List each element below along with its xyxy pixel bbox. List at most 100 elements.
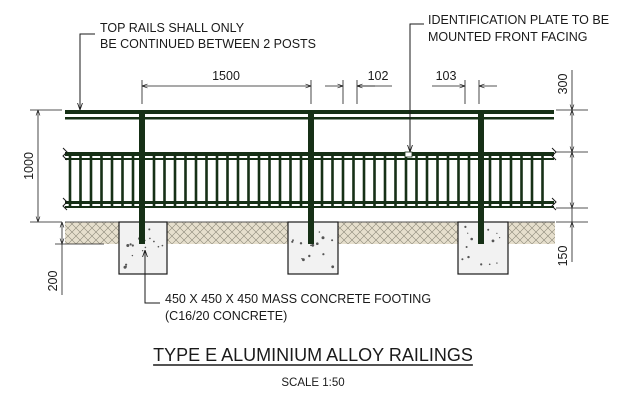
baluster xyxy=(205,156,208,206)
baluster xyxy=(520,156,523,206)
baluster xyxy=(236,156,240,206)
baluster xyxy=(278,156,282,206)
aggregate-dot xyxy=(487,228,490,231)
baluster xyxy=(247,156,250,206)
post-left xyxy=(139,110,145,244)
baluster xyxy=(352,156,355,206)
aggregate-dot xyxy=(302,258,305,262)
break-mark-right xyxy=(551,147,557,161)
dim-ground-zone-label: 150 xyxy=(556,246,570,267)
baluster xyxy=(499,156,502,206)
baluster xyxy=(173,156,177,206)
baluster xyxy=(268,156,271,206)
baluster xyxy=(541,156,544,206)
aggregate-dot xyxy=(144,246,147,249)
baluster xyxy=(383,156,387,206)
baluster xyxy=(215,156,219,206)
footing-right xyxy=(457,221,509,275)
aggregate-dot xyxy=(299,242,303,245)
baluster xyxy=(131,156,135,206)
dim-baluster-gap: 102 xyxy=(325,69,392,104)
dim-baluster-gap-label: 102 xyxy=(368,69,389,83)
post-middle xyxy=(308,110,314,244)
aggregate-dot xyxy=(161,244,164,247)
balusters xyxy=(68,156,544,206)
aggregate-dot xyxy=(125,263,128,266)
note-top-rails-line2: BE CONTINUED BETWEEN 2 POSTS xyxy=(100,37,316,51)
aggregate-dot xyxy=(131,244,134,247)
break-mark-left-2 xyxy=(62,197,68,211)
baluster xyxy=(331,156,334,206)
baluster xyxy=(289,156,292,206)
drawing-title: TYPE E ALUMINIUM ALLOY RAILINGS xyxy=(153,345,473,365)
post-right xyxy=(478,110,484,244)
dim-baluster-gap-2-label: 103 xyxy=(436,69,457,83)
dim-overall-height: 1000 xyxy=(22,109,62,223)
aggregate-dot xyxy=(125,266,127,268)
aggregate-dot xyxy=(464,225,467,228)
aggregate-dot xyxy=(465,246,468,248)
baluster xyxy=(394,156,397,206)
aggregate-dot xyxy=(496,262,498,264)
aggregate-dot xyxy=(310,244,312,247)
aggregate-dot xyxy=(461,258,464,261)
baluster xyxy=(488,156,492,206)
dim-overall-height-label: 1000 xyxy=(22,152,36,180)
baluster xyxy=(341,156,345,206)
baluster xyxy=(299,156,303,206)
baluster xyxy=(373,156,376,206)
aggregate-dot xyxy=(131,254,134,257)
aggregate-dot xyxy=(480,263,483,266)
aggregate-dot xyxy=(488,263,491,266)
aggregate-dot xyxy=(292,239,294,242)
baluster xyxy=(425,156,429,206)
baluster xyxy=(79,156,82,206)
aggregate-dot xyxy=(321,236,325,240)
aggregate-dot xyxy=(467,255,470,259)
dim-embed-depth: 200 xyxy=(46,222,104,295)
aggregate-dot xyxy=(129,243,132,246)
baluster xyxy=(152,156,156,206)
aggregate-dot xyxy=(157,245,160,248)
leader-footing xyxy=(145,250,160,304)
aggregate-dot xyxy=(153,240,155,243)
note-footing-line2: (C16/20 CONCRETE) xyxy=(165,309,287,323)
baluster xyxy=(110,156,114,206)
note-footing-line1: 450 X 450 X 450 MASS CONCRETE FOOTING xyxy=(165,292,431,306)
note-id-plate-line2: MOUNTED FRONT FACING xyxy=(428,30,588,44)
baluster xyxy=(467,156,471,206)
baluster xyxy=(226,156,229,206)
aggregate-dot xyxy=(308,254,311,258)
aggregate-dot xyxy=(331,239,334,242)
aggregate-dot xyxy=(291,240,294,243)
baluster xyxy=(257,156,261,206)
dim-top-zone-label: 300 xyxy=(556,74,570,95)
aggregate-dot xyxy=(496,232,498,234)
baluster xyxy=(121,156,124,206)
aggregate-dot xyxy=(316,242,319,245)
baluster xyxy=(100,156,103,206)
drawing-scale: SCALE 1:50 xyxy=(281,377,344,389)
aggregate-dot xyxy=(311,243,315,247)
baluster xyxy=(184,156,187,206)
dim-post-spacing-label: 1500 xyxy=(212,69,240,83)
aggregate-dot xyxy=(149,237,151,240)
leader-id-plate xyxy=(410,23,424,152)
aggregate-dot xyxy=(148,228,151,231)
aggregate-dot xyxy=(322,253,325,256)
note-id-plate-line1: IDENTIFICATION PLATE TO BE xyxy=(428,13,609,27)
aggregate-dot xyxy=(499,237,501,239)
baluster xyxy=(89,156,93,206)
dim-post-spacing: 1500 xyxy=(141,69,312,104)
dim-baluster-gap-2: 103 xyxy=(432,69,497,104)
baluster xyxy=(163,156,166,206)
dim-embed-depth-label: 200 xyxy=(46,271,60,292)
leader-top-rails xyxy=(80,33,95,110)
dim-right-chain: 300 150 xyxy=(556,70,588,266)
baluster xyxy=(530,156,534,206)
aggregate-dot xyxy=(491,239,495,243)
baluster xyxy=(320,156,324,206)
baluster xyxy=(457,156,460,206)
break-mark-left xyxy=(62,147,68,161)
